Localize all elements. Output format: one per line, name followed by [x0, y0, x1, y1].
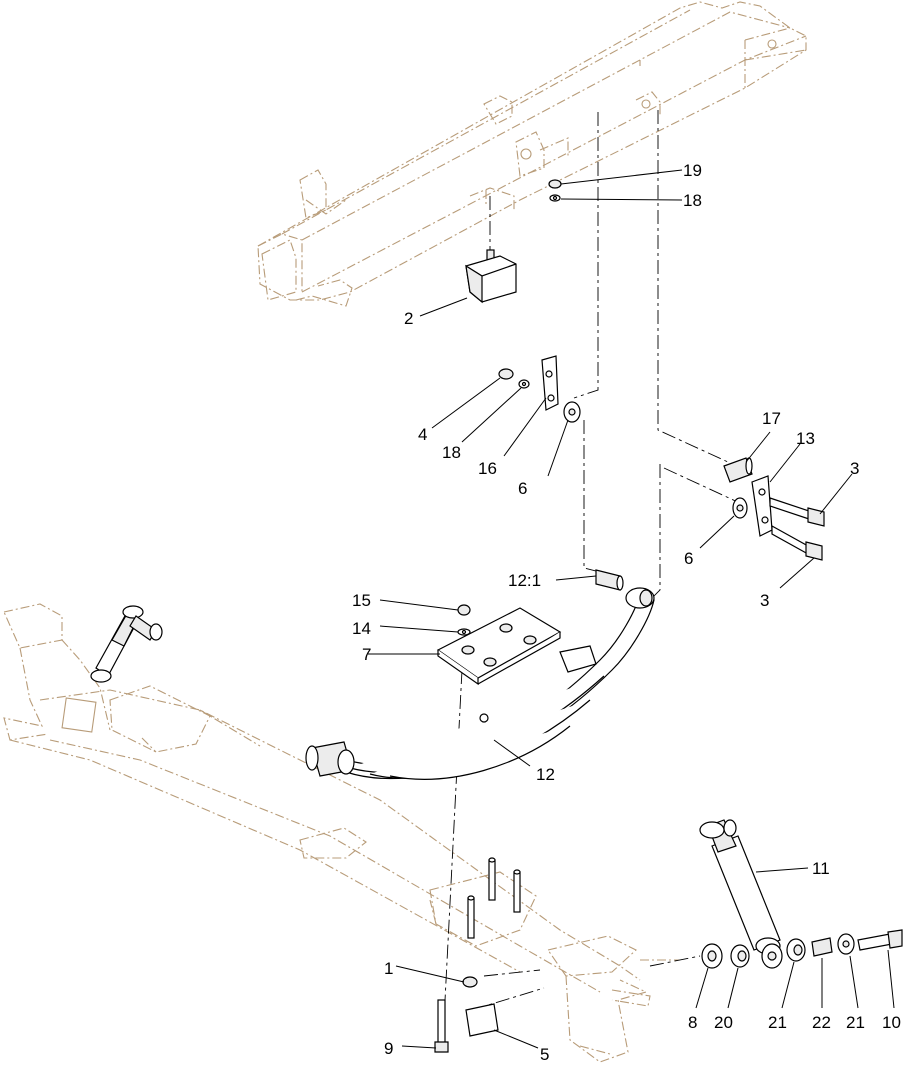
- callout-10: 10: [882, 1013, 901, 1032]
- callout-20: 21: [846, 1013, 865, 1032]
- callout-3-top: 3: [850, 459, 859, 478]
- callout-6-left: 6: [518, 479, 527, 498]
- callout-21-right: 21: [768, 1013, 787, 1032]
- upper-frame-rail: [257, 1, 807, 307]
- callout-21-left: 20: [714, 1013, 733, 1032]
- callout-22: 22: [812, 1013, 831, 1032]
- right-shock-absorber: [699, 819, 783, 969]
- callout-11: 11: [812, 859, 830, 878]
- left-shackle-group: [498, 355, 581, 423]
- callout-12-1: 12:1: [508, 571, 541, 590]
- right-shackle-group: [723, 457, 825, 561]
- callout-13: 13: [796, 429, 815, 448]
- callout-16: 16: [478, 459, 497, 478]
- left-shock-absorber: [90, 605, 163, 683]
- leader-lines: [368, 169, 895, 1049]
- nut-and-washer-top: [548, 179, 562, 202]
- callout-15: 15: [352, 591, 371, 610]
- callout-8: 8: [688, 1013, 697, 1032]
- callout-1: 1: [384, 959, 393, 978]
- callout-2: 2: [404, 309, 413, 328]
- callout-14: 14: [352, 619, 371, 638]
- callout-7: 7: [362, 645, 371, 664]
- callout-18-mid: 18: [442, 443, 461, 462]
- callout-9: 9: [384, 1039, 393, 1058]
- spring-plate: [436, 604, 562, 686]
- lower-shock-hardware: [701, 929, 903, 969]
- spring-bushing: [595, 569, 624, 591]
- callout-5: 5: [540, 1045, 549, 1064]
- bumper-part: [465, 249, 517, 304]
- callout-labels: 19 18 2 4 18 16 6 17 13 3 6 3 12:1 15 14…: [352, 161, 901, 1064]
- callout-18-top: 18: [683, 191, 702, 210]
- callout-17: 17: [762, 409, 781, 428]
- axle-studs: [467, 857, 521, 939]
- callout-4: 4: [418, 425, 427, 444]
- lower-bolt-group: [434, 976, 499, 1053]
- callout-12: 12: [536, 765, 555, 784]
- callout-19: 19: [683, 161, 702, 180]
- callout-3-bottom: 3: [760, 591, 769, 610]
- assembly-center-lines: [443, 110, 743, 1021]
- leaf-spring: [305, 587, 655, 780]
- callout-6-right: 6: [684, 549, 693, 568]
- lower-axle-frame: [3, 603, 680, 1063]
